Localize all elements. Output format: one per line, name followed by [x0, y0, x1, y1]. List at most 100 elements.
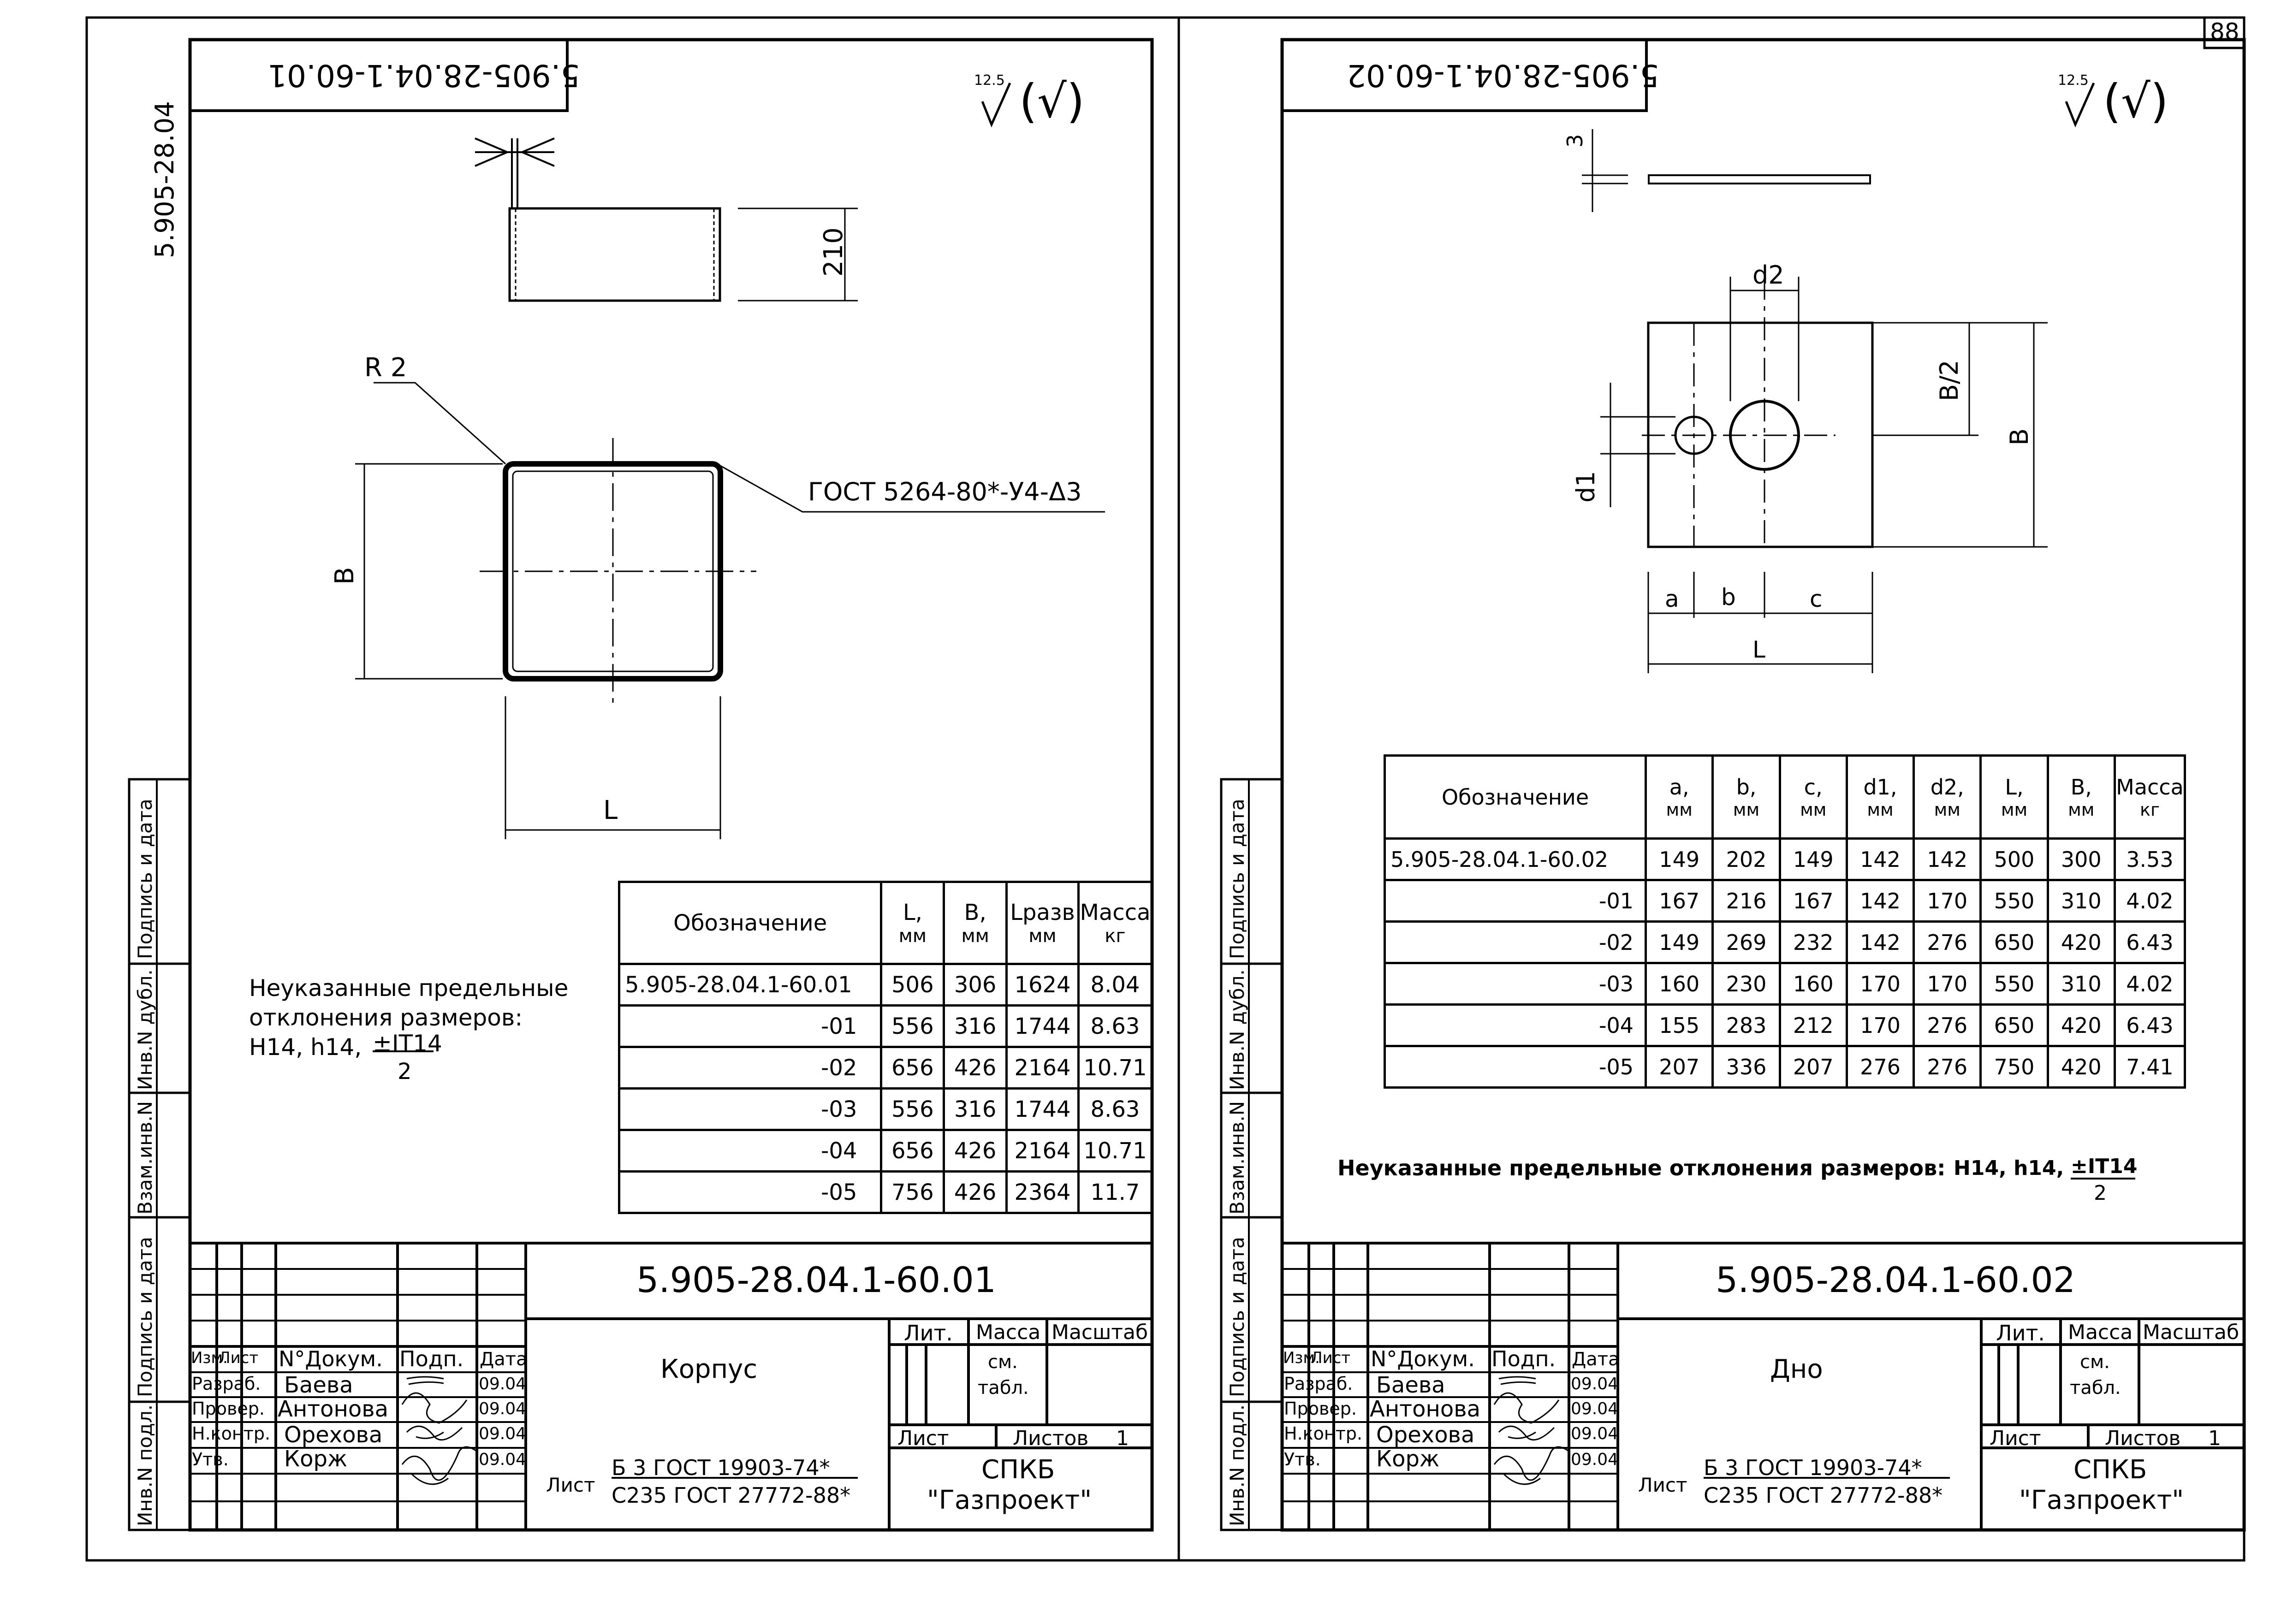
right-hdr-doc: N°Докум. [1371, 1346, 1475, 1371]
right-hdr-date: Дата [1572, 1349, 1620, 1370]
right-side-vzam: Взам.инв.N [1226, 1101, 1248, 1215]
right-hdr-b: b,мм [1711, 754, 1781, 840]
right-hdr-designation: Обозначение [1383, 754, 1647, 840]
right-side-inv-dubl: Инв.N дубл. [1226, 969, 1248, 1090]
right-scale-label: Масштаб [2143, 1321, 2240, 1344]
right-hdr-izm: Изм. [1283, 1349, 1320, 1367]
left-person-2: Орехова [284, 1422, 383, 1448]
right-person-0: Баева [1376, 1372, 1445, 1398]
left-mass-val1: см. [988, 1351, 1018, 1373]
right-sheet-label: Лист [1990, 1427, 2041, 1450]
right-date-0: 09.04 [1571, 1375, 1619, 1393]
left-hdr-date: Дата [480, 1349, 528, 1370]
dim-a: a [1665, 586, 1679, 612]
right-signatures [1493, 1376, 1568, 1485]
right-org2: "Газпроект" [2019, 1485, 2184, 1515]
right-hdr-l: L,мм [1979, 754, 2049, 840]
right-part-name: Дно [1770, 1354, 1823, 1384]
right-role-2: Н.контр. [1284, 1423, 1363, 1444]
left-side-vzam: Взам.инв.N [134, 1101, 156, 1215]
sheet-number: 88 [2210, 18, 2240, 45]
left-hdr-designation: Обозначение [618, 881, 883, 965]
left-sheets-label: Листов [1013, 1427, 1089, 1450]
left-role-1: Провер. [192, 1399, 265, 1419]
right-mass-val1: см. [2080, 1351, 2110, 1373]
right-person-3: Корж [1376, 1446, 1440, 1472]
left-date-0: 09.04 [479, 1375, 527, 1393]
left-sheet-label: Лист [897, 1427, 949, 1450]
right-surface-mark: 12.5 [2058, 72, 2089, 89]
right-side-inv-podl: Инв.N подл. [1226, 1404, 1248, 1526]
left-hdr-l: L,мм [880, 881, 945, 965]
left-role-0: Разраб. [192, 1374, 261, 1394]
dim-thk: 3 [1562, 134, 1587, 148]
left-doc-number: 5.905-28.04.1-60.01 [636, 1259, 997, 1300]
right-hdr-a: a,мм [1645, 754, 1714, 840]
left-scale-label: Масштаб [1051, 1321, 1148, 1344]
right-lit-label: Лит. [1996, 1321, 2045, 1345]
left-side-sign-date-2: Подпись и дата [134, 799, 156, 959]
left-sheets-val: 1 [1116, 1427, 1129, 1450]
right-doc-number: 5.905-28.04.1-60.02 [1716, 1259, 2076, 1300]
left-signatures [401, 1376, 476, 1485]
right-hdr-d2: d2,мм [1913, 754, 1982, 840]
right-note-it: ±IT14 [2071, 1155, 2138, 1178]
left-surface-mark: 12.5 [974, 72, 1005, 89]
left-lit-label: Лит. [904, 1321, 953, 1345]
left-side-sign-date-1: Подпись и дата [134, 1237, 156, 1397]
dim-c: c [1810, 586, 1823, 612]
dim-height: 210 [819, 227, 849, 277]
right-sheets-val: 1 [2208, 1427, 2221, 1450]
left-mat2: С235 ГОСТ 27772-88* [612, 1483, 851, 1508]
right-role-1: Провер. [1284, 1399, 1357, 1419]
right-side-sign-date-1: Подпись и дата [1226, 1237, 1248, 1397]
left-date-1: 09.04 [479, 1399, 527, 1418]
right-person-1: Антонова [1370, 1396, 1480, 1422]
dim-b-right: B [2005, 428, 2034, 445]
dim-l-right: L [1752, 636, 1765, 663]
left-surface-paren: (√) [1019, 74, 1085, 128]
right-person-2: Орехова [1376, 1422, 1475, 1448]
dim-l-left: L [603, 795, 618, 825]
left-side-inv-dubl: Инв.N дубл. [134, 969, 156, 1090]
dim-bb: b [1721, 584, 1736, 610]
right-role-3: Утв. [1284, 1449, 1321, 1470]
left-note-line2: отклонения размеров: [249, 1004, 523, 1031]
dim-b-left: B [330, 567, 360, 585]
dim-d1: d1 [1571, 471, 1600, 503]
right-mass-val2: табл. [2070, 1377, 2121, 1399]
dim-radius: R 2 [364, 353, 407, 383]
left-hdr-b: B,мм [943, 881, 1008, 965]
left-date-3: 09.04 [479, 1450, 527, 1469]
left-person-1: Антонова [278, 1396, 388, 1422]
right-hdr-c: c,мм [1778, 754, 1848, 840]
right-hdr-bb: B,мм [2046, 754, 2116, 840]
left-hdr-sign: Подп. [399, 1346, 464, 1371]
right-surface-paren: (√) [2103, 74, 2168, 128]
left-hdr-doc: N°Докум. [279, 1346, 383, 1371]
right-note-div: 2 [2094, 1181, 2107, 1205]
left-org1: СПКБ [981, 1455, 1055, 1485]
right-org1: СПКБ [2073, 1455, 2147, 1485]
left-top-code: 5.905-28.04.1-60.01 [267, 58, 580, 93]
right-hdr-d1: d1,мм [1845, 754, 1915, 840]
weld-gost: ГОСТ 5264-80*-У4-Δ3 [808, 477, 1082, 506]
left-date-2: 09.04 [479, 1424, 527, 1443]
dim-d2: d2 [1752, 261, 1784, 290]
right-date-2: 09.04 [1571, 1424, 1619, 1443]
right-side-sign-date-2: Подпись и дата [1226, 799, 1248, 959]
